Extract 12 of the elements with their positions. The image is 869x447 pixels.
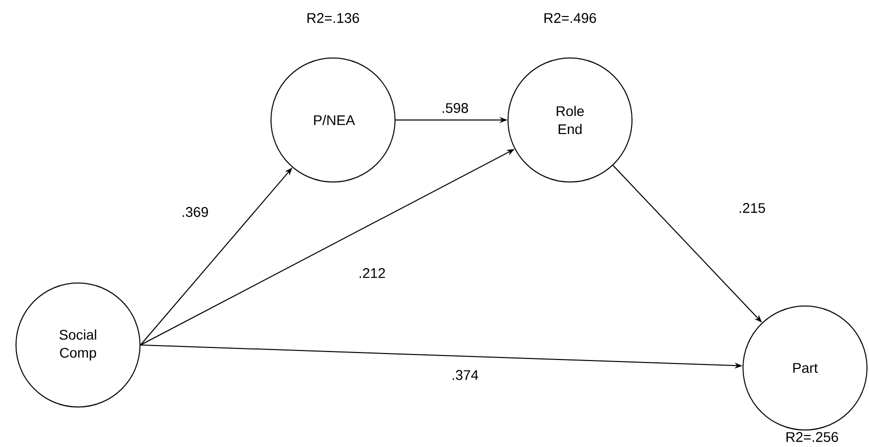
edge-label: .374 — [450, 369, 480, 381]
circle-node: P/NEA — [270, 58, 396, 182]
edge-label: .215 — [737, 202, 767, 214]
r-squared-label: R2=.256 — [786, 432, 838, 442]
circle-node: Role End — [508, 58, 632, 182]
edge-label: .369 — [180, 206, 210, 218]
edge-label: .212 — [357, 267, 387, 279]
circle-node: Part — [742, 306, 868, 430]
circle-node: Social Comp — [16, 282, 140, 408]
edge-label: .598 — [440, 102, 470, 114]
r-squared-label: R2=.496 — [544, 13, 596, 23]
r-squared-label: R2=.136 — [308, 13, 360, 23]
